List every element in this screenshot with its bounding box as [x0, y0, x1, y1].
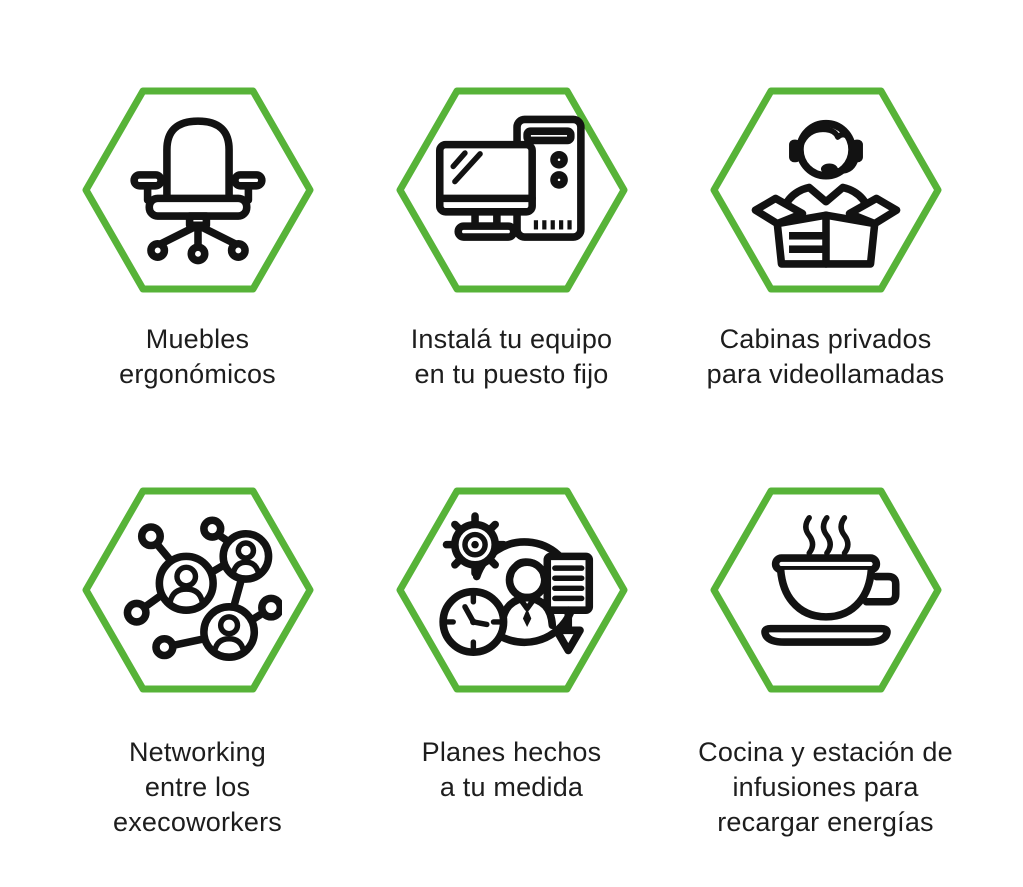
feature-card-equipo: Instalá tu equipo en tu puesto fijo — [362, 86, 662, 392]
hexagon-outline — [710, 487, 941, 693]
feature-card-planes: Planes hechos a tu medida — [362, 486, 662, 805]
feature-card-cocina: Cocina y estación de infusiones para rec… — [676, 486, 976, 840]
hexagon-frame — [82, 86, 314, 294]
feature-label-line: a tu medida — [439, 772, 584, 802]
desktop-computer-icon — [435, 115, 585, 241]
feature-label-line: Networking — [128, 737, 267, 767]
feature-card-networking: Networking entre los execoworkers — [48, 486, 348, 840]
features-grid: Muebles ergonómicos — [0, 86, 1023, 840]
feature-label-line: entre los — [144, 772, 251, 802]
feature-card-cabinas: Cabinas privados para videollamadas — [676, 86, 976, 392]
features-row-1: Muebles ergonómicos — [0, 86, 1023, 392]
hexagon-outline — [396, 87, 627, 293]
support-agent-box-icon — [751, 119, 900, 268]
hexagon-outline — [82, 487, 313, 693]
hexagon-frame — [396, 86, 628, 294]
hexagon-outline — [82, 87, 313, 293]
feature-label: Cabinas privados para videollamadas — [707, 322, 945, 392]
feature-label-line: Cocina y estación de — [698, 737, 953, 767]
office-chair-icon — [129, 117, 266, 265]
feature-label: Cocina y estación de infusiones para rec… — [698, 735, 953, 840]
coffee-cup-icon — [760, 515, 899, 646]
people-network-icon — [123, 516, 282, 661]
feature-label: Instalá tu equipo en tu puesto fijo — [411, 322, 613, 392]
feature-label-line: Muebles — [145, 324, 250, 354]
feature-label-line: execoworkers — [113, 807, 282, 837]
hexagon-outline — [396, 487, 627, 693]
feature-label-line: Instalá tu equipo — [410, 324, 613, 354]
feature-label-line: en tu puesto fijo — [414, 359, 609, 389]
feature-label-line: Planes hechos — [421, 737, 602, 767]
feature-label-line: infusiones para — [732, 772, 919, 802]
features-row-2: Networking entre los execoworkers — [0, 486, 1023, 840]
feature-label-line: Cabinas privados — [719, 324, 932, 354]
feature-label: Planes hechos a tu medida — [422, 735, 602, 805]
feature-label: Muebles ergonómicos — [119, 322, 276, 392]
hexagon-outline — [710, 87, 941, 293]
feature-label: Networking entre los execoworkers — [113, 735, 282, 840]
hexagon-frame — [82, 486, 314, 694]
hexagon-frame — [710, 486, 942, 694]
feature-label-line: recargar energías — [717, 807, 934, 837]
feature-label-line: ergonómicos — [119, 359, 276, 389]
feature-card-muebles: Muebles ergonómicos — [48, 86, 348, 392]
custom-plan-icon — [438, 512, 593, 656]
feature-label-line: para videollamadas — [706, 359, 945, 389]
hexagon-frame — [710, 86, 942, 294]
hexagon-frame — [396, 486, 628, 694]
